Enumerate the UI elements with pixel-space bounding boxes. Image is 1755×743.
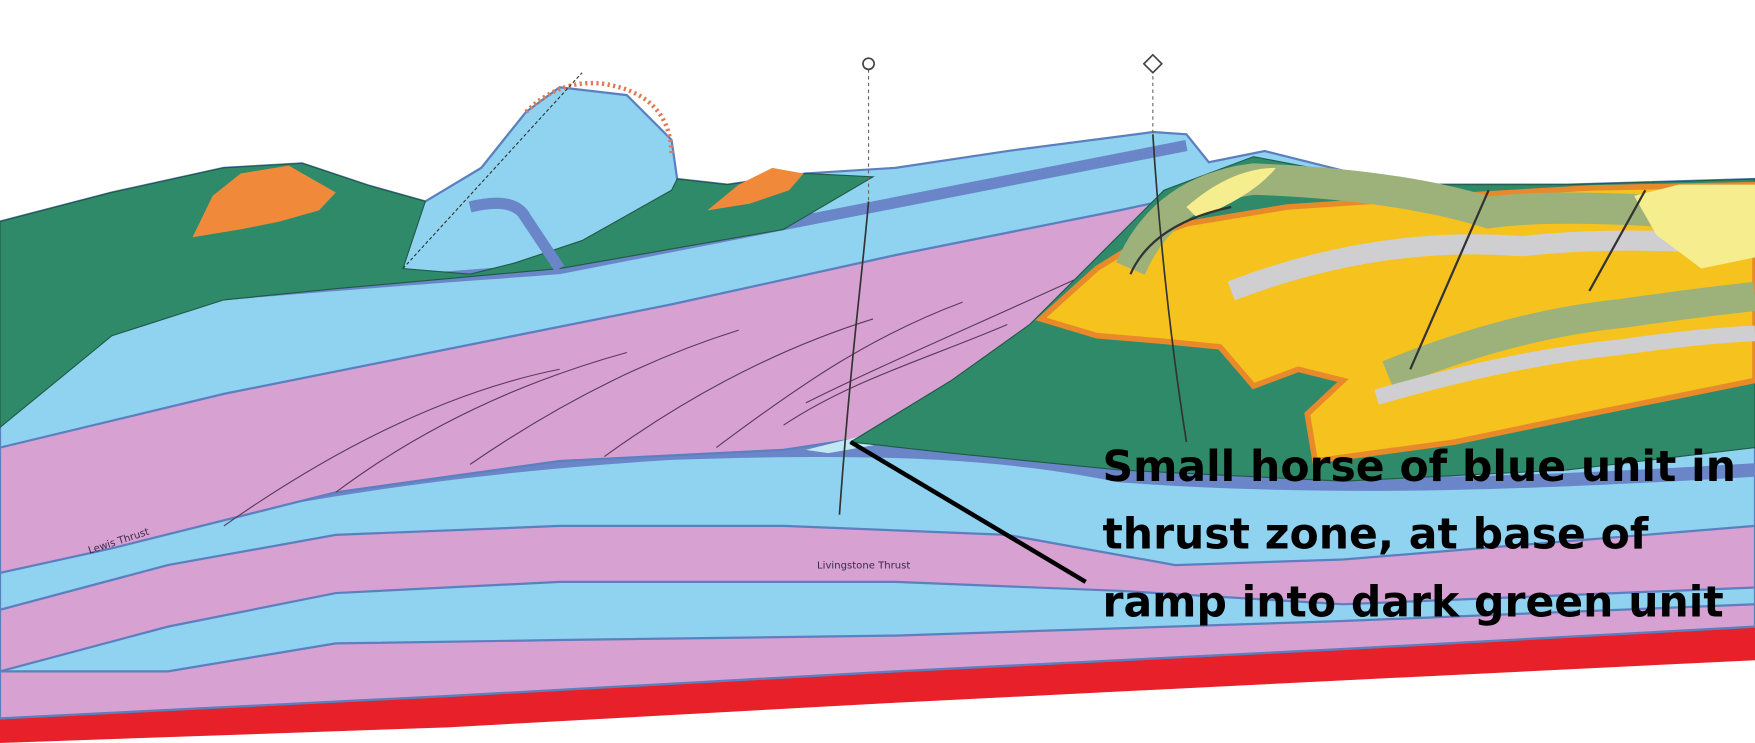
well-west xyxy=(838,57,875,515)
fault-label-livingstone: Livingstone Thrust xyxy=(817,560,910,571)
dark-blue-klippe-fold xyxy=(468,197,565,272)
well-marker-circle xyxy=(862,57,875,71)
grey-unit-band-lower xyxy=(1374,325,1755,405)
olive-unit-band-lower xyxy=(1382,282,1755,389)
well-east xyxy=(1142,53,1188,443)
callout-line-1: Small horse of blue unit in xyxy=(1102,443,1736,492)
callout-leader-line xyxy=(849,440,1087,584)
well-marker-diamond xyxy=(1142,53,1163,74)
basement-red-unit xyxy=(0,626,1755,743)
callout-line-2: thrust zone, at base of xyxy=(1102,510,1648,559)
yellow-unit xyxy=(1035,181,1755,465)
orange-unit-west xyxy=(192,165,336,238)
normal-fault xyxy=(402,72,583,269)
pale-yellow-core-east xyxy=(1634,184,1755,269)
orange-unit-east xyxy=(707,167,804,211)
pink-unit-basal-sheet xyxy=(0,603,1755,720)
callout-line-3: ramp into dark green unit xyxy=(1102,579,1723,628)
klippe-outline xyxy=(524,80,674,157)
imbricate-faults xyxy=(223,279,1075,527)
pale-yellow-core xyxy=(1186,167,1276,219)
olive-unit-band xyxy=(1116,163,1755,276)
fold-axis-lines xyxy=(1129,189,1647,370)
pink-unit-livingstone-sheet xyxy=(0,524,1755,673)
